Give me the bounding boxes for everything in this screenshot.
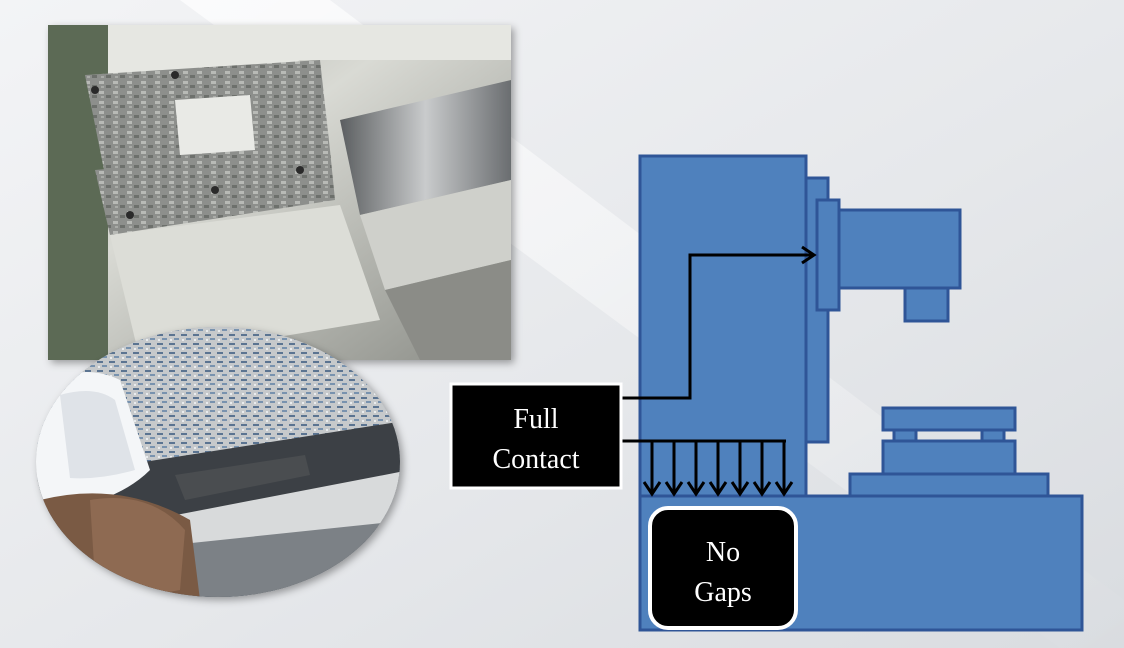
arrow-to-spindle-head [801,245,817,265]
spindle-plate [815,198,841,312]
full-contact-line2: Contact [492,444,579,475]
table-block [881,439,1017,476]
spindle-nose [903,286,950,323]
spindle-head [837,208,962,290]
arrow-to-spindle [617,253,812,400]
no-gaps-line2: Gaps [694,577,752,608]
full-contact-line1: Full [513,404,558,435]
saddle [848,472,1050,498]
machine-casting-photo [48,25,511,360]
downward-arrow-group [642,441,794,497]
machine-column [638,154,808,498]
no-gaps-line1: No [706,537,740,568]
table-post-left [892,428,918,443]
no-gaps-label: No Gaps [648,506,798,630]
table-top [881,406,1017,432]
full-contact-label: Full Contact [449,382,623,490]
contact-arrows [617,245,817,497]
table-post-right [980,428,1006,443]
